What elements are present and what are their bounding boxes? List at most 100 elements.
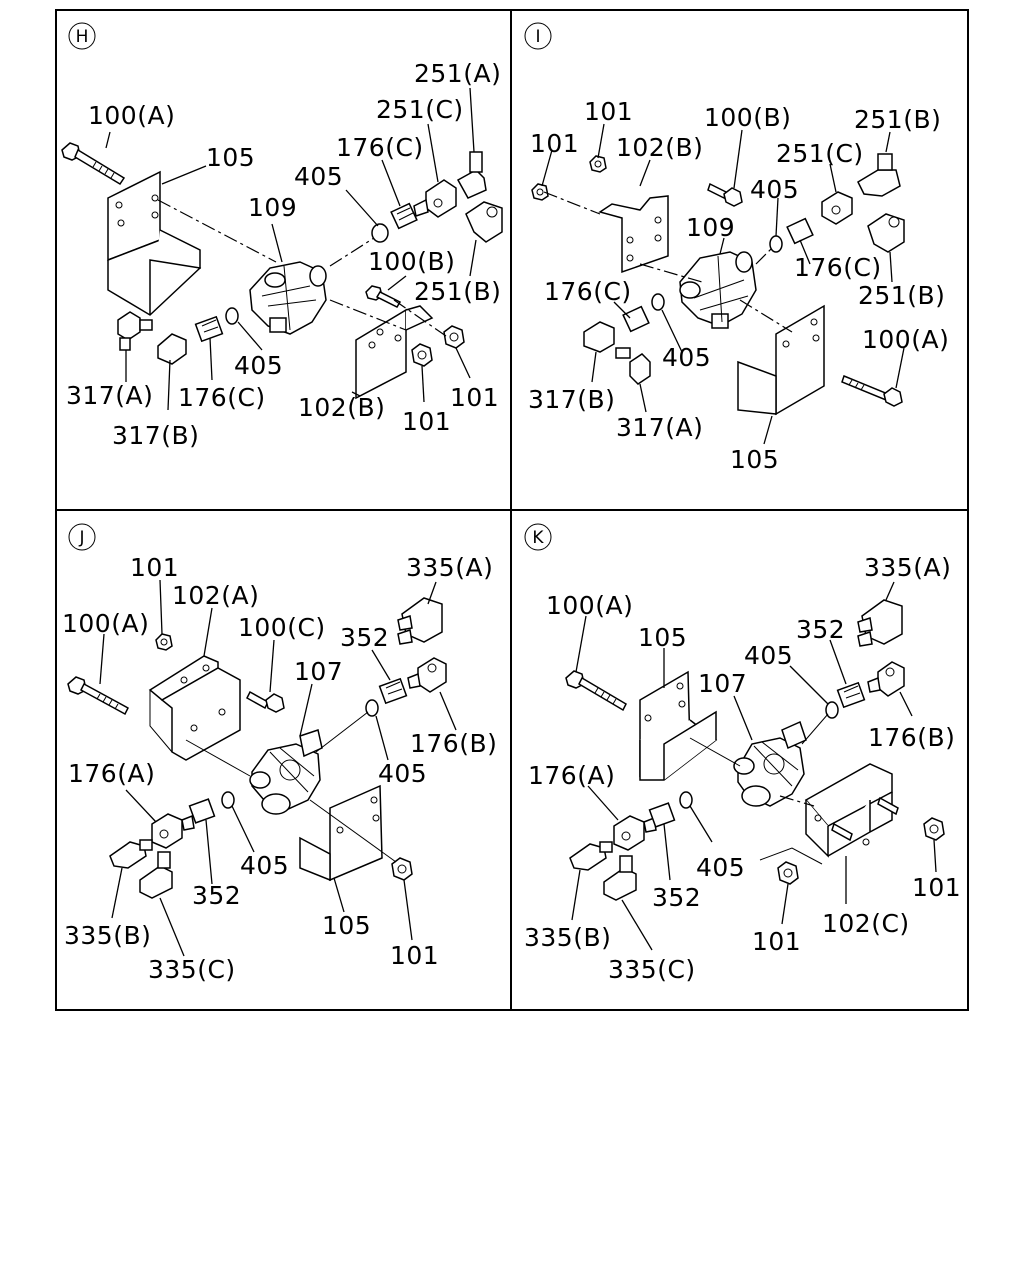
- centerline: [801, 713, 829, 745]
- label-101-right: 101: [912, 873, 961, 902]
- panel-k-marker: K: [524, 523, 552, 551]
- block-176b-part: [407, 657, 447, 693]
- tee-251b-part: [465, 201, 503, 243]
- bracket-105-part: [299, 784, 383, 882]
- label-100a: 100(A): [862, 325, 949, 354]
- label-102c: 102(C): [822, 909, 910, 938]
- nut-101-part: [155, 633, 173, 651]
- label-100a: 100(A): [88, 101, 175, 130]
- label-101-low: 101: [752, 927, 801, 956]
- label-176b: 176(B): [868, 723, 955, 752]
- fitting-176c-low-part: [194, 315, 224, 343]
- svg-text:J: J: [78, 528, 84, 548]
- svg-text:I: I: [535, 27, 540, 47]
- fitting-317b-part: [157, 333, 187, 365]
- label-176c-top: 176(C): [336, 133, 424, 162]
- label-317b: 317(B): [528, 385, 615, 414]
- valve-107-part: [249, 729, 323, 815]
- elbow-335c-part: [139, 851, 173, 899]
- label-251b-low: 251(B): [858, 281, 945, 310]
- tee-251b-part: [857, 153, 901, 197]
- washer-405-low-part: [679, 791, 693, 809]
- centerline: [185, 739, 251, 777]
- label-405-right: 405: [378, 759, 427, 788]
- elbow-251a-part: [456, 151, 487, 199]
- label-405-low: 405: [696, 853, 745, 882]
- centerline: [315, 711, 369, 753]
- fitting-176c-part: [622, 217, 814, 333]
- bracket-102a-part: [148, 655, 241, 761]
- valve-109-part: [249, 261, 327, 335]
- label-101-top: 101: [584, 97, 633, 126]
- label-335a: 335(A): [864, 553, 951, 582]
- washer-405-part: [365, 699, 379, 717]
- fitting-352-part: [836, 681, 866, 709]
- label-107: 107: [698, 669, 747, 698]
- nut-101-part: [411, 325, 465, 367]
- washer-405-part: [371, 223, 389, 243]
- label-335a: 335(A): [406, 553, 493, 582]
- centerline: [759, 847, 823, 865]
- bolt-100a-part: [565, 670, 627, 712]
- label-335c: 335(C): [608, 955, 696, 984]
- bracket-105-part: [639, 670, 718, 781]
- panel-k: K: [524, 523, 961, 984]
- part-labels: 251(A) 100(A) 251(C) 105 176(C) 405 109 …: [66, 59, 501, 450]
- label-317a: 317(A): [66, 381, 153, 410]
- centerline: [755, 247, 773, 265]
- label-100b: 100(B): [704, 103, 791, 132]
- label-105: 105: [730, 445, 779, 474]
- label-100b: 100(B): [368, 247, 455, 276]
- washer-405-low-part: [221, 791, 235, 809]
- leader-lines: [99, 579, 457, 957]
- label-101-right: 101: [450, 383, 499, 412]
- washer-405-low-part: [225, 307, 239, 325]
- label-251c: 251(C): [776, 139, 864, 168]
- label-251c: 251(C): [376, 95, 464, 124]
- svg-text:H: H: [76, 27, 89, 47]
- label-176a: 176(A): [528, 761, 615, 790]
- panel-h-marker: H: [68, 22, 96, 50]
- label-102b: 102(B): [616, 133, 703, 162]
- bracket-105-part: [107, 170, 202, 316]
- label-405-top: 405: [744, 641, 793, 670]
- centerline: [157, 199, 277, 263]
- label-107: 107: [294, 657, 343, 686]
- label-352-low: 352: [652, 883, 701, 912]
- label-352-low: 352: [192, 881, 241, 910]
- centerline: [739, 299, 793, 333]
- label-352-top: 352: [796, 615, 845, 644]
- elbow-335a-part: [397, 597, 443, 645]
- panel-h: H: [61, 22, 503, 450]
- label-100a: 100(A): [546, 591, 633, 620]
- washer-405-part: [825, 701, 839, 719]
- label-109: 109: [686, 213, 735, 242]
- bolt-100b-part: [707, 182, 743, 207]
- elbow-335a-part: [857, 599, 903, 647]
- bolt-100a-part: [841, 375, 903, 407]
- bracket-102c-part: [804, 763, 899, 858]
- elbow-317a-part: [117, 311, 153, 351]
- bolt-100c-part: [246, 690, 285, 713]
- part-labels: 101 100(B) 251(B) 101 102(B) 251(C) 405 …: [528, 97, 949, 474]
- label-101-left: 101: [530, 129, 579, 158]
- elbow-335c-part: [603, 855, 637, 901]
- label-405-top: 405: [294, 162, 343, 191]
- label-102b: 102(B): [298, 393, 385, 422]
- label-176c-left: 176(C): [544, 277, 632, 306]
- block-176a-part: [151, 813, 195, 849]
- fitting-335b-part: [109, 839, 153, 869]
- bolt-100a-part: [67, 676, 129, 716]
- nut-101-part: [531, 155, 607, 201]
- bracket-102b-part: [355, 305, 434, 400]
- bracket-102b-part: [598, 195, 669, 274]
- panel-i: I: [524, 22, 949, 474]
- label-109: 109: [248, 193, 297, 222]
- centerline: [689, 737, 741, 767]
- panel-i-marker: I: [524, 22, 552, 50]
- valve-107-part: [733, 720, 807, 807]
- label-317b: 317(B): [112, 421, 199, 450]
- centerline: [329, 237, 375, 267]
- leader-lines: [571, 581, 937, 951]
- bracket-105-part: [737, 304, 825, 416]
